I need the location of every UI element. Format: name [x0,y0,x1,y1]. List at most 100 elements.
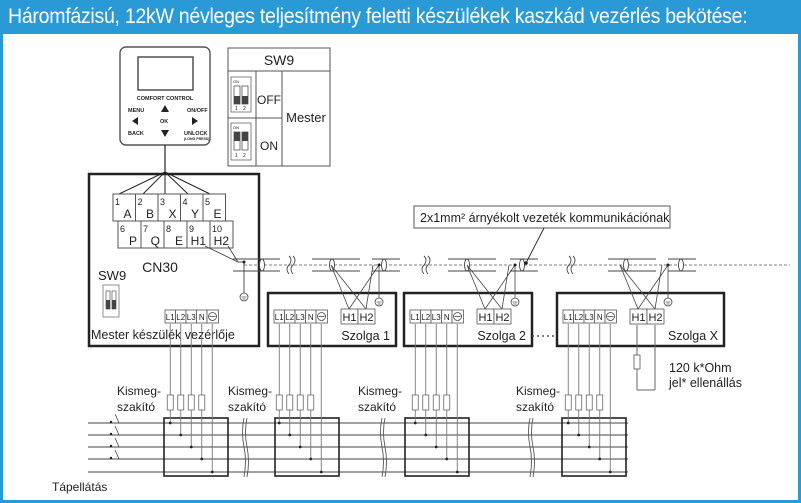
dip-pin-2: 2 [243,153,246,159]
terminal-number: 5 [205,197,210,207]
back-button: BACK [128,131,144,137]
fuse-icon [286,394,294,411]
terminal-number: 6 [120,224,125,234]
power-terminal-l1: L1 [164,309,176,324]
comm-terminal-h1: H1 [340,308,359,325]
cable-shield-icon [519,258,525,272]
cn30-terminal-6: 6P [117,220,142,249]
ground-icon [239,292,249,302]
left-arrow-icon [132,117,138,125]
terminal-label: H1 [342,312,356,324]
fuse-icon [198,394,206,411]
junction-box-2 [274,324,340,477]
terminal-label: L3 [296,313,305,322]
resistor-value: 120 k*Ohm [669,361,732,375]
ground-icon [663,297,673,307]
fuse-icon [596,394,604,411]
breaker-switch-icon [114,413,120,424]
terminal-label: N [308,313,314,322]
title-bar: Háromfázisú, 12kW névleges teljesítmény … [0,0,801,34]
terminal-label: L2 [285,313,294,322]
terminal-number: 4 [183,197,188,207]
cn30-label: CN30 [142,259,178,275]
terminal-label: Q [151,234,160,248]
terminal-label: E [213,207,221,221]
power-terminal-l3: L3 [583,309,595,324]
dip-pin-1: 1 [235,153,238,159]
breaker-switch-icon [114,437,120,448]
breaker-label-4: Kismeg- [516,384,560,398]
terminal-label: H1 [191,234,207,248]
unlock-button: UNLOCK [184,131,208,137]
terminal-label: N [444,313,450,322]
sw9-role-mester: Mester [286,110,326,125]
terminal-label: N [597,313,603,322]
junction-box-3 [404,324,470,477]
junction-box-1 [163,324,229,477]
terminal-label: L1 [275,313,284,322]
comm-terminal-h2: H2 [646,308,665,325]
power-terminal-l1: L1 [562,309,574,324]
terminal-label: A [123,207,131,221]
fuse-icon [187,394,195,411]
comm-terminal-h2: H2 [493,308,512,325]
power-terminal-l2: L2 [573,309,585,324]
supply-label: Tápellátás [52,480,107,494]
terminal-label: H1 [478,312,492,324]
fuse-icon [422,394,430,411]
communication-bus [233,255,790,275]
onoff-button: ON/OFF [187,108,208,114]
slave-label: Szolga X [668,329,719,343]
power-terminal-n: N [441,309,453,324]
terminal-label: L2 [176,313,185,322]
ground-icon [374,297,384,307]
controller-display [137,56,194,91]
breaker-label-3-line2: szakító [358,400,396,414]
sw9-on-label: ON [260,139,278,153]
dip-on-label: ON [233,125,239,130]
rail-break-icon [380,417,384,478]
comm-terminal-h1: H1 [476,308,495,325]
power-terminal-n: N [594,309,606,324]
cable-shield-icon [623,258,629,272]
dip-switch-on-icon: ON 1 2 [230,122,252,161]
terminal-label: L1 [564,313,573,322]
slave-label: Szolga 1 [341,329,390,343]
termination-resistor: 120 k*Ohm jel* ellenállás [633,325,742,391]
terminal-label: X [168,207,176,221]
breaker-label-1: Kismeg- [117,384,161,398]
slave-label: Szolga 2 [477,329,526,343]
power-distribution: Kismeg-szakítóKismeg-szakítóKismeg-szakí… [88,324,628,478]
down-arrow-icon [161,130,169,137]
cable-shield-icon [329,258,335,272]
dip-switch-off-icon: ON 1 2 [230,76,252,113]
breaker-label-4-line2: szakító [516,400,554,414]
fuse-icon [443,394,451,411]
dip-pin-1: 1 [235,106,238,112]
cn30-terminal-8: 8E [163,220,188,249]
ground-terminal-icon [604,309,617,324]
terminal-label: L2 [421,313,430,322]
controller-brand: COMFORT CONTROL [137,96,194,102]
terminal-label: H2 [214,234,230,248]
terminal-label: H2 [648,312,662,324]
junction-box-4 [561,324,627,477]
cable-label: 2x1mm² árnyékolt vezeték kommunikációnak [420,211,670,225]
right-arrow-icon [192,117,198,125]
power-terminal-l1: L1 [409,309,421,324]
breaker-label-2: Kismeg- [228,384,272,398]
rail-break-icon [242,417,246,478]
power-terminal-n: N [196,309,208,324]
fuse-icon [296,394,304,411]
power-terminal-l2: L2 [175,309,187,324]
power-terminal-l2: L2 [420,309,432,324]
terminal-label: H1 [631,312,645,324]
power-terminal-l3: L3 [185,309,197,324]
breaker-switch-icon [114,425,120,436]
fuse-icon [166,394,174,411]
